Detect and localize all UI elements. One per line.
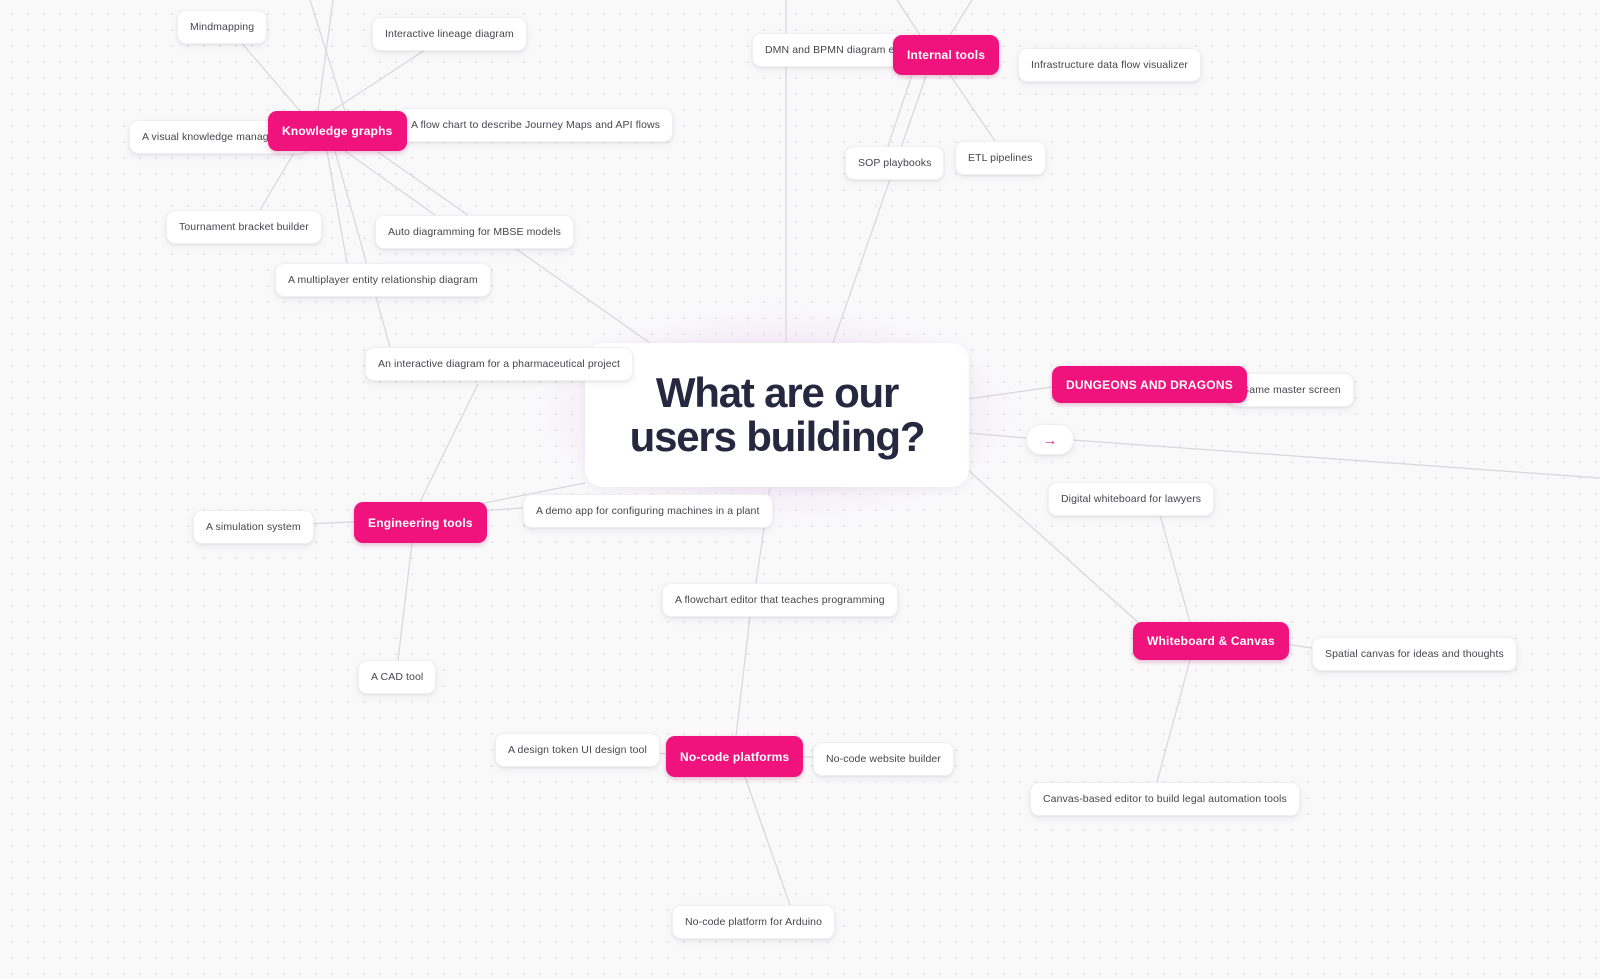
card-label: Tournament bracket builder	[179, 221, 309, 233]
card-label: Canvas-based editor to build legal autom…	[1043, 793, 1287, 805]
edge-whiteboard-digital	[1159, 514, 1191, 623]
card-infrastructure[interactable]: Infrastructure data flow visualizer	[1018, 48, 1201, 82]
card-label: Auto diagramming for MBSE models	[388, 226, 562, 238]
card-label: A demo app for configuring machines in a…	[536, 505, 760, 517]
edge-whiteboard-canvas-legal	[1156, 659, 1191, 783]
card-canvas-legal[interactable]: Canvas-based editor to build legal autom…	[1030, 782, 1300, 816]
card-design-token[interactable]: A design token UI design tool	[495, 733, 660, 767]
card-etl-pipelines[interactable]: ETL pipelines	[955, 141, 1046, 175]
card-sop-playbooks[interactable]: SOP playbooks	[845, 146, 945, 180]
card-label: A flowchart editor that teaches programm…	[675, 594, 885, 606]
card-label: No-code platform for Arduino	[685, 916, 823, 928]
edge-engineering-pharma	[419, 383, 479, 503]
title-line-1: What are our	[655, 369, 899, 417]
node-nocode-platforms[interactable]: No-code platforms	[666, 736, 804, 777]
card-label: A simulation system	[206, 521, 301, 533]
card-label: ETL pipelines	[968, 152, 1033, 164]
card-label: A flow chart to describe Journey Maps an…	[411, 119, 661, 131]
edge-internal-offscreen-1	[896, 0, 921, 36]
card-label: Spatial canvas for ideas and thoughts	[1325, 648, 1504, 660]
card-label: DMN and BPMN diagram edit	[765, 44, 906, 56]
card-arduino[interactable]: No-code platform for Arduino	[672, 905, 836, 939]
card-label: Digital whiteboard for lawyers	[1061, 493, 1202, 505]
edge-knowledge-multiplayer	[326, 150, 348, 264]
card-website-builder[interactable]: No-code website builder	[813, 742, 954, 776]
card-tournament[interactable]: Tournament bracket builder	[166, 210, 322, 244]
edge-knowledge-offscreen-2	[309, 0, 346, 112]
card-auto-mbse[interactable]: Auto diagramming for MBSE models	[375, 215, 575, 249]
title-line-2: users building?	[629, 413, 926, 460]
edge-knowledge-mindmapping	[239, 40, 301, 112]
edge-internal-offscreen-2	[949, 0, 973, 36]
card-label: SOP playbooks	[858, 157, 932, 169]
node-label: Engineering tools	[368, 515, 473, 530]
node-label: Whiteboard & Canvas	[1147, 634, 1275, 648]
node-knowledge-graphs[interactable]: Knowledge graphs	[268, 111, 407, 151]
node-dungeons-and-dragons[interactable]: DUNGEONS AND DRAGONS	[1052, 366, 1247, 403]
card-label: Game master screen	[1241, 384, 1341, 396]
node-label: DUNGEONS AND DRAGONS	[1066, 377, 1233, 392]
card-digital-whiteboard[interactable]: Digital whiteboard for lawyers	[1048, 482, 1215, 516]
card-multiplayer-erd[interactable]: A multiplayer entity relationship diagra…	[275, 263, 491, 297]
edge-arrow-pill-offscreen-right	[1071, 439, 1600, 479]
card-game-master[interactable]: Game master screen	[1228, 373, 1354, 407]
card-dmn-bpmn[interactable]: DMN and BPMN diagram edit	[752, 33, 919, 67]
card-label: Infrastructure data flow visualizer	[1031, 59, 1188, 71]
card-label: Mindmapping	[190, 21, 255, 33]
card-mindmapping[interactable]: Mindmapping	[177, 10, 268, 44]
card-label: A CAD tool	[371, 671, 424, 683]
edge-knowledge-lineage	[331, 49, 426, 112]
card-label: A visual knowledge managemen	[142, 131, 296, 143]
edge-nocode-arduino	[744, 776, 791, 906]
node-label: Knowledge graphs	[282, 124, 393, 138]
edge-knowledge-tournament	[259, 150, 296, 211]
edge-knowledge-offscreen-1	[317, 0, 334, 112]
node-whiteboard-canvas[interactable]: Whiteboard & Canvas	[1133, 622, 1289, 660]
card-cad-tool[interactable]: A CAD tool	[358, 660, 437, 694]
node-label: Internal tools	[907, 48, 986, 62]
edge-knowledge-pharma	[334, 150, 391, 348]
page-title: What are our users building?	[629, 369, 926, 460]
edge-flowchart-editor-nocode	[735, 615, 751, 737]
card-label: A design token UI design tool	[508, 744, 647, 756]
card-label: An interactive diagram for a pharmaceuti…	[378, 358, 621, 370]
node-internal-tools[interactable]: Internal tools	[893, 35, 1000, 75]
card-interactive-lineage[interactable]: Interactive lineage diagram	[372, 17, 527, 51]
card-label: A multiplayer entity relationship diagra…	[288, 274, 478, 286]
card-flowchart-editor[interactable]: A flowchart editor that teaches programm…	[662, 583, 898, 617]
edge-internal-sop	[887, 74, 913, 147]
edge-center-internal-tools	[832, 75, 927, 344]
card-label: Interactive lineage diagram	[385, 28, 514, 40]
edge-engineering-cad	[397, 542, 413, 661]
card-label: No-code website builder	[826, 753, 941, 765]
node-engineering-tools[interactable]: Engineering tools	[354, 502, 487, 543]
arrow-right-icon: →	[1043, 431, 1057, 448]
center-topic-card[interactable]: What are our users building?	[585, 343, 969, 487]
card-pharma[interactable]: An interactive diagram for a pharmaceuti…	[365, 347, 634, 381]
card-flow-chart-journey[interactable]: A flow chart to describe Journey Maps an…	[398, 108, 674, 142]
edge-knowledge-auto-mbse	[344, 150, 436, 216]
card-demo-app[interactable]: A demo app for configuring machines in a…	[523, 494, 773, 528]
node-label: No-code platforms	[680, 749, 790, 764]
card-spatial-canvas[interactable]: Spatial canvas for ideas and thoughts	[1312, 637, 1517, 671]
edge-internal-etl	[949, 74, 996, 142]
card-simulation[interactable]: A simulation system	[193, 510, 314, 544]
connector-arrow-pill[interactable]: →	[1026, 424, 1074, 455]
